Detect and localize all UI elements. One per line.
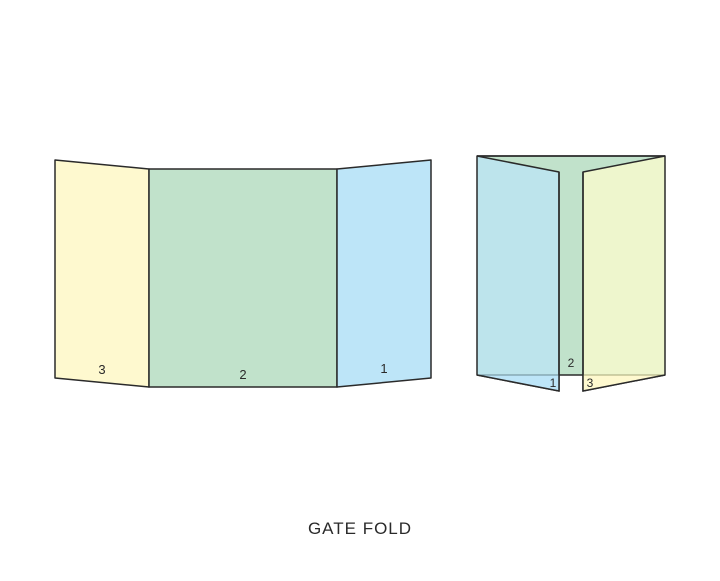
closed-view: 1 2 3 xyxy=(476,155,666,392)
open-panel-1 xyxy=(336,159,432,388)
closed-panel-3 xyxy=(582,155,666,392)
open-panel-2-label: 2 xyxy=(239,367,246,382)
open-panel-1-label: 1 xyxy=(380,361,387,376)
open-panel-2 xyxy=(148,168,338,388)
closed-panel-1-label: 1 xyxy=(550,376,557,390)
open-view: 3 2 1 xyxy=(54,159,432,388)
open-panel-3 xyxy=(54,159,150,388)
closed-panel-1 xyxy=(476,155,560,392)
closed-panel-3-label: 3 xyxy=(587,376,594,390)
open-panel-3-label: 3 xyxy=(98,362,105,377)
diagram-caption: GATE FOLD xyxy=(307,519,413,538)
closed-panel-2-label: 2 xyxy=(568,356,575,370)
